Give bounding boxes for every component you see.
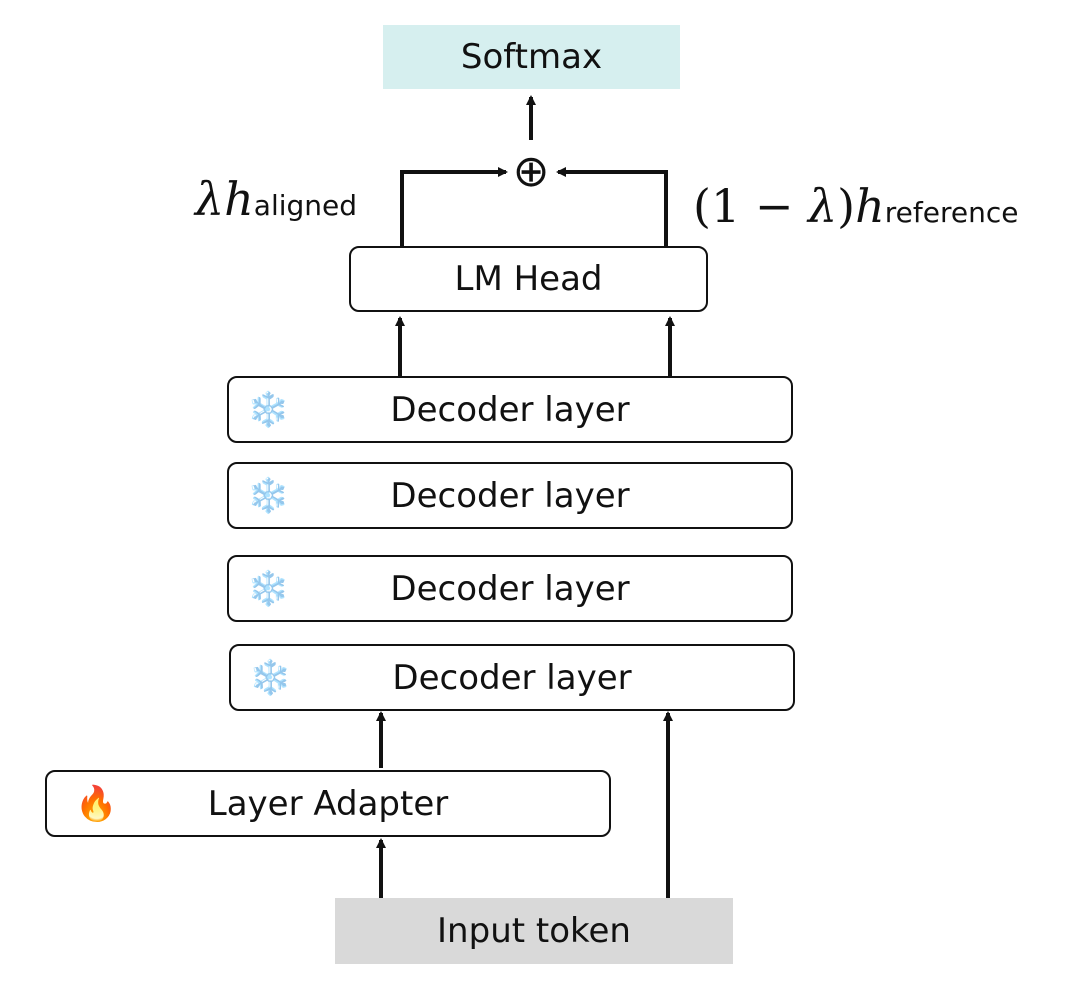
layer-adapter-box: 🔥 Layer Adapter	[45, 770, 611, 837]
sum-operator: ⊕	[512, 145, 550, 197]
decoder-layer-label: Decoder layer	[392, 657, 632, 698]
decoder-layer-2: ❄️ Decoder layer	[227, 555, 793, 622]
right-close: )	[837, 179, 856, 233]
decoder-layer-label: Decoder layer	[390, 475, 630, 516]
lm-head-box: LM Head	[349, 246, 708, 312]
left-weight-term: λhaligned	[195, 172, 357, 226]
right-h: h	[855, 179, 885, 233]
decoder-layer-4: ❄️ Decoder layer	[227, 376, 793, 443]
right-weight-term: (1 − λ)hreference	[693, 179, 1018, 233]
left-subscript: aligned	[253, 189, 358, 222]
softmax-box: Softmax	[383, 25, 680, 89]
decoder-layer-label: Decoder layer	[390, 389, 630, 430]
right-lambda: λ	[808, 179, 838, 233]
sum-symbol: ⊕	[506, 145, 556, 197]
input-token-box: Input token	[335, 898, 733, 964]
right-prefix: (1 −	[693, 179, 808, 233]
left-lambda: λ	[195, 172, 225, 226]
snowflake-icon: ❄️	[249, 658, 292, 697]
right-subscript: reference	[884, 196, 1019, 229]
decoder-layer-label: Decoder layer	[390, 568, 630, 609]
decoder-layer-1: ❄️ Decoder layer	[229, 644, 795, 711]
input-token-label: Input token	[437, 911, 631, 951]
lm-head-label: LM Head	[454, 259, 603, 299]
softmax-label: Softmax	[460, 37, 603, 77]
snowflake-icon: ❄️	[247, 569, 290, 608]
left-h: h	[224, 172, 254, 226]
snowflake-icon: ❄️	[247, 390, 290, 429]
fire-icon: 🔥	[75, 784, 118, 823]
snowflake-icon: ❄️	[247, 476, 290, 515]
layer-adapter-label: Layer Adapter	[207, 783, 449, 824]
decoder-layer-3: ❄️ Decoder layer	[227, 462, 793, 529]
